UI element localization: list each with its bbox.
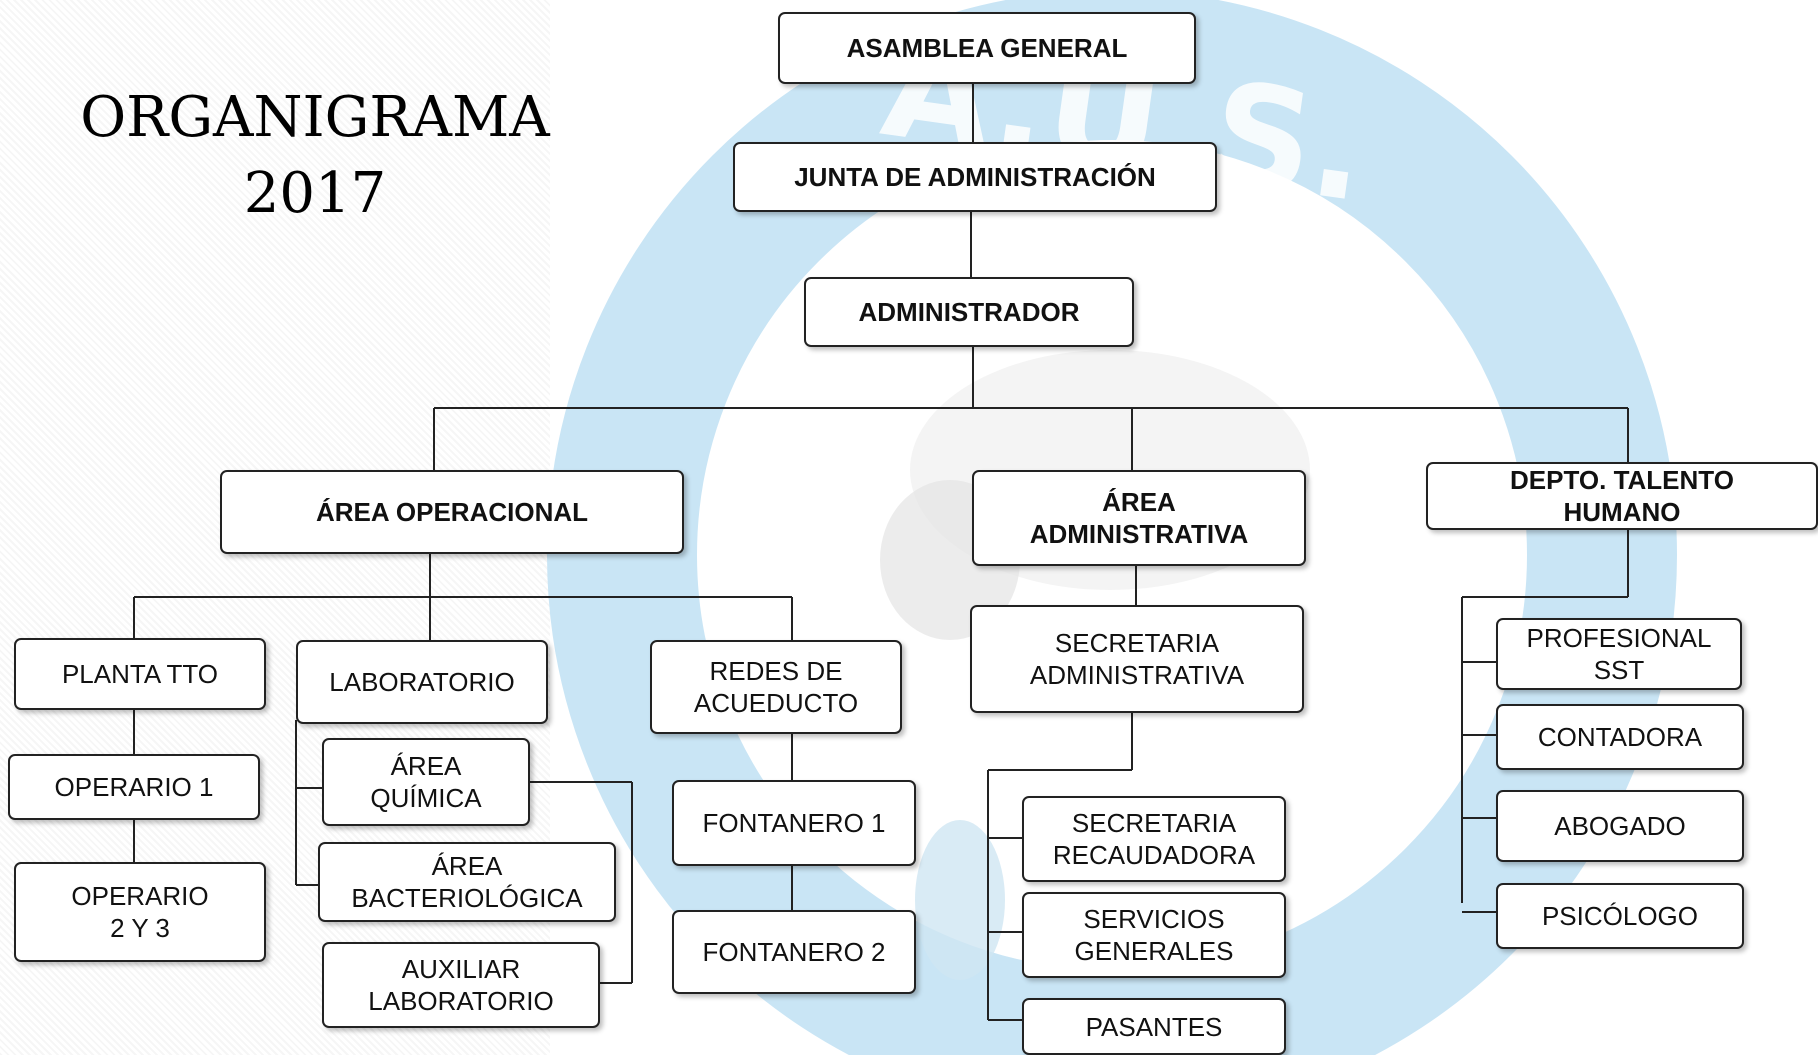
title-year: 2017: [243, 161, 387, 226]
node-pasantes: PASANTES: [1022, 998, 1286, 1055]
node-servicios-generales: SERVICIOS GENERALES: [1022, 892, 1286, 978]
node-secretaria-recaudadora: SECRETARIA RECAUDADORA: [1022, 796, 1286, 882]
node-psicologo: PSICÓLOGO: [1496, 883, 1744, 949]
node-operario-2-y-3: OPERARIO 2 Y 3: [14, 862, 266, 962]
node-auxiliar-laboratorio: AUXILIAR LABORATORIO: [322, 942, 600, 1028]
title-line-1: ORGANIGRAMA: [80, 85, 550, 150]
node-profesional-sst: PROFESIONAL SST: [1496, 618, 1742, 690]
node-area-administrativa: ÁREA ADMINISTRATIVA: [972, 470, 1306, 566]
node-area-bacteriologica: ÁREA BACTERIOLÓGICA: [318, 842, 616, 922]
page-title: ORGANIGRAMA 2017: [60, 80, 570, 232]
node-junta-administracion: JUNTA DE ADMINISTRACIÓN: [733, 142, 1217, 212]
node-secretaria-administrativa: SECRETARIA ADMINISTRATIVA: [970, 605, 1304, 713]
node-contadora: CONTADORA: [1496, 704, 1744, 770]
node-laboratorio: LABORATORIO: [296, 640, 548, 724]
node-operario-1: OPERARIO 1: [8, 754, 260, 820]
node-asamblea-general: ASAMBLEA GENERAL: [778, 12, 1196, 84]
node-administrador: ADMINISTRADOR: [804, 277, 1134, 347]
water-drop-shape: [915, 820, 1005, 980]
node-fontanero-2: FONTANERO 2: [672, 910, 916, 994]
node-depto-talento-humano: DEPTO. TALENTO HUMANO: [1426, 462, 1818, 530]
node-area-operacional: ÁREA OPERACIONAL: [220, 470, 684, 554]
node-redes-acueducto: REDES DE ACUEDUCTO: [650, 640, 902, 734]
node-abogado: ABOGADO: [1496, 790, 1744, 862]
node-fontanero-1: FONTANERO 1: [672, 780, 916, 866]
node-area-quimica: ÁREA QUÍMICA: [322, 738, 530, 826]
node-planta-tto: PLANTA TTO: [14, 638, 266, 710]
